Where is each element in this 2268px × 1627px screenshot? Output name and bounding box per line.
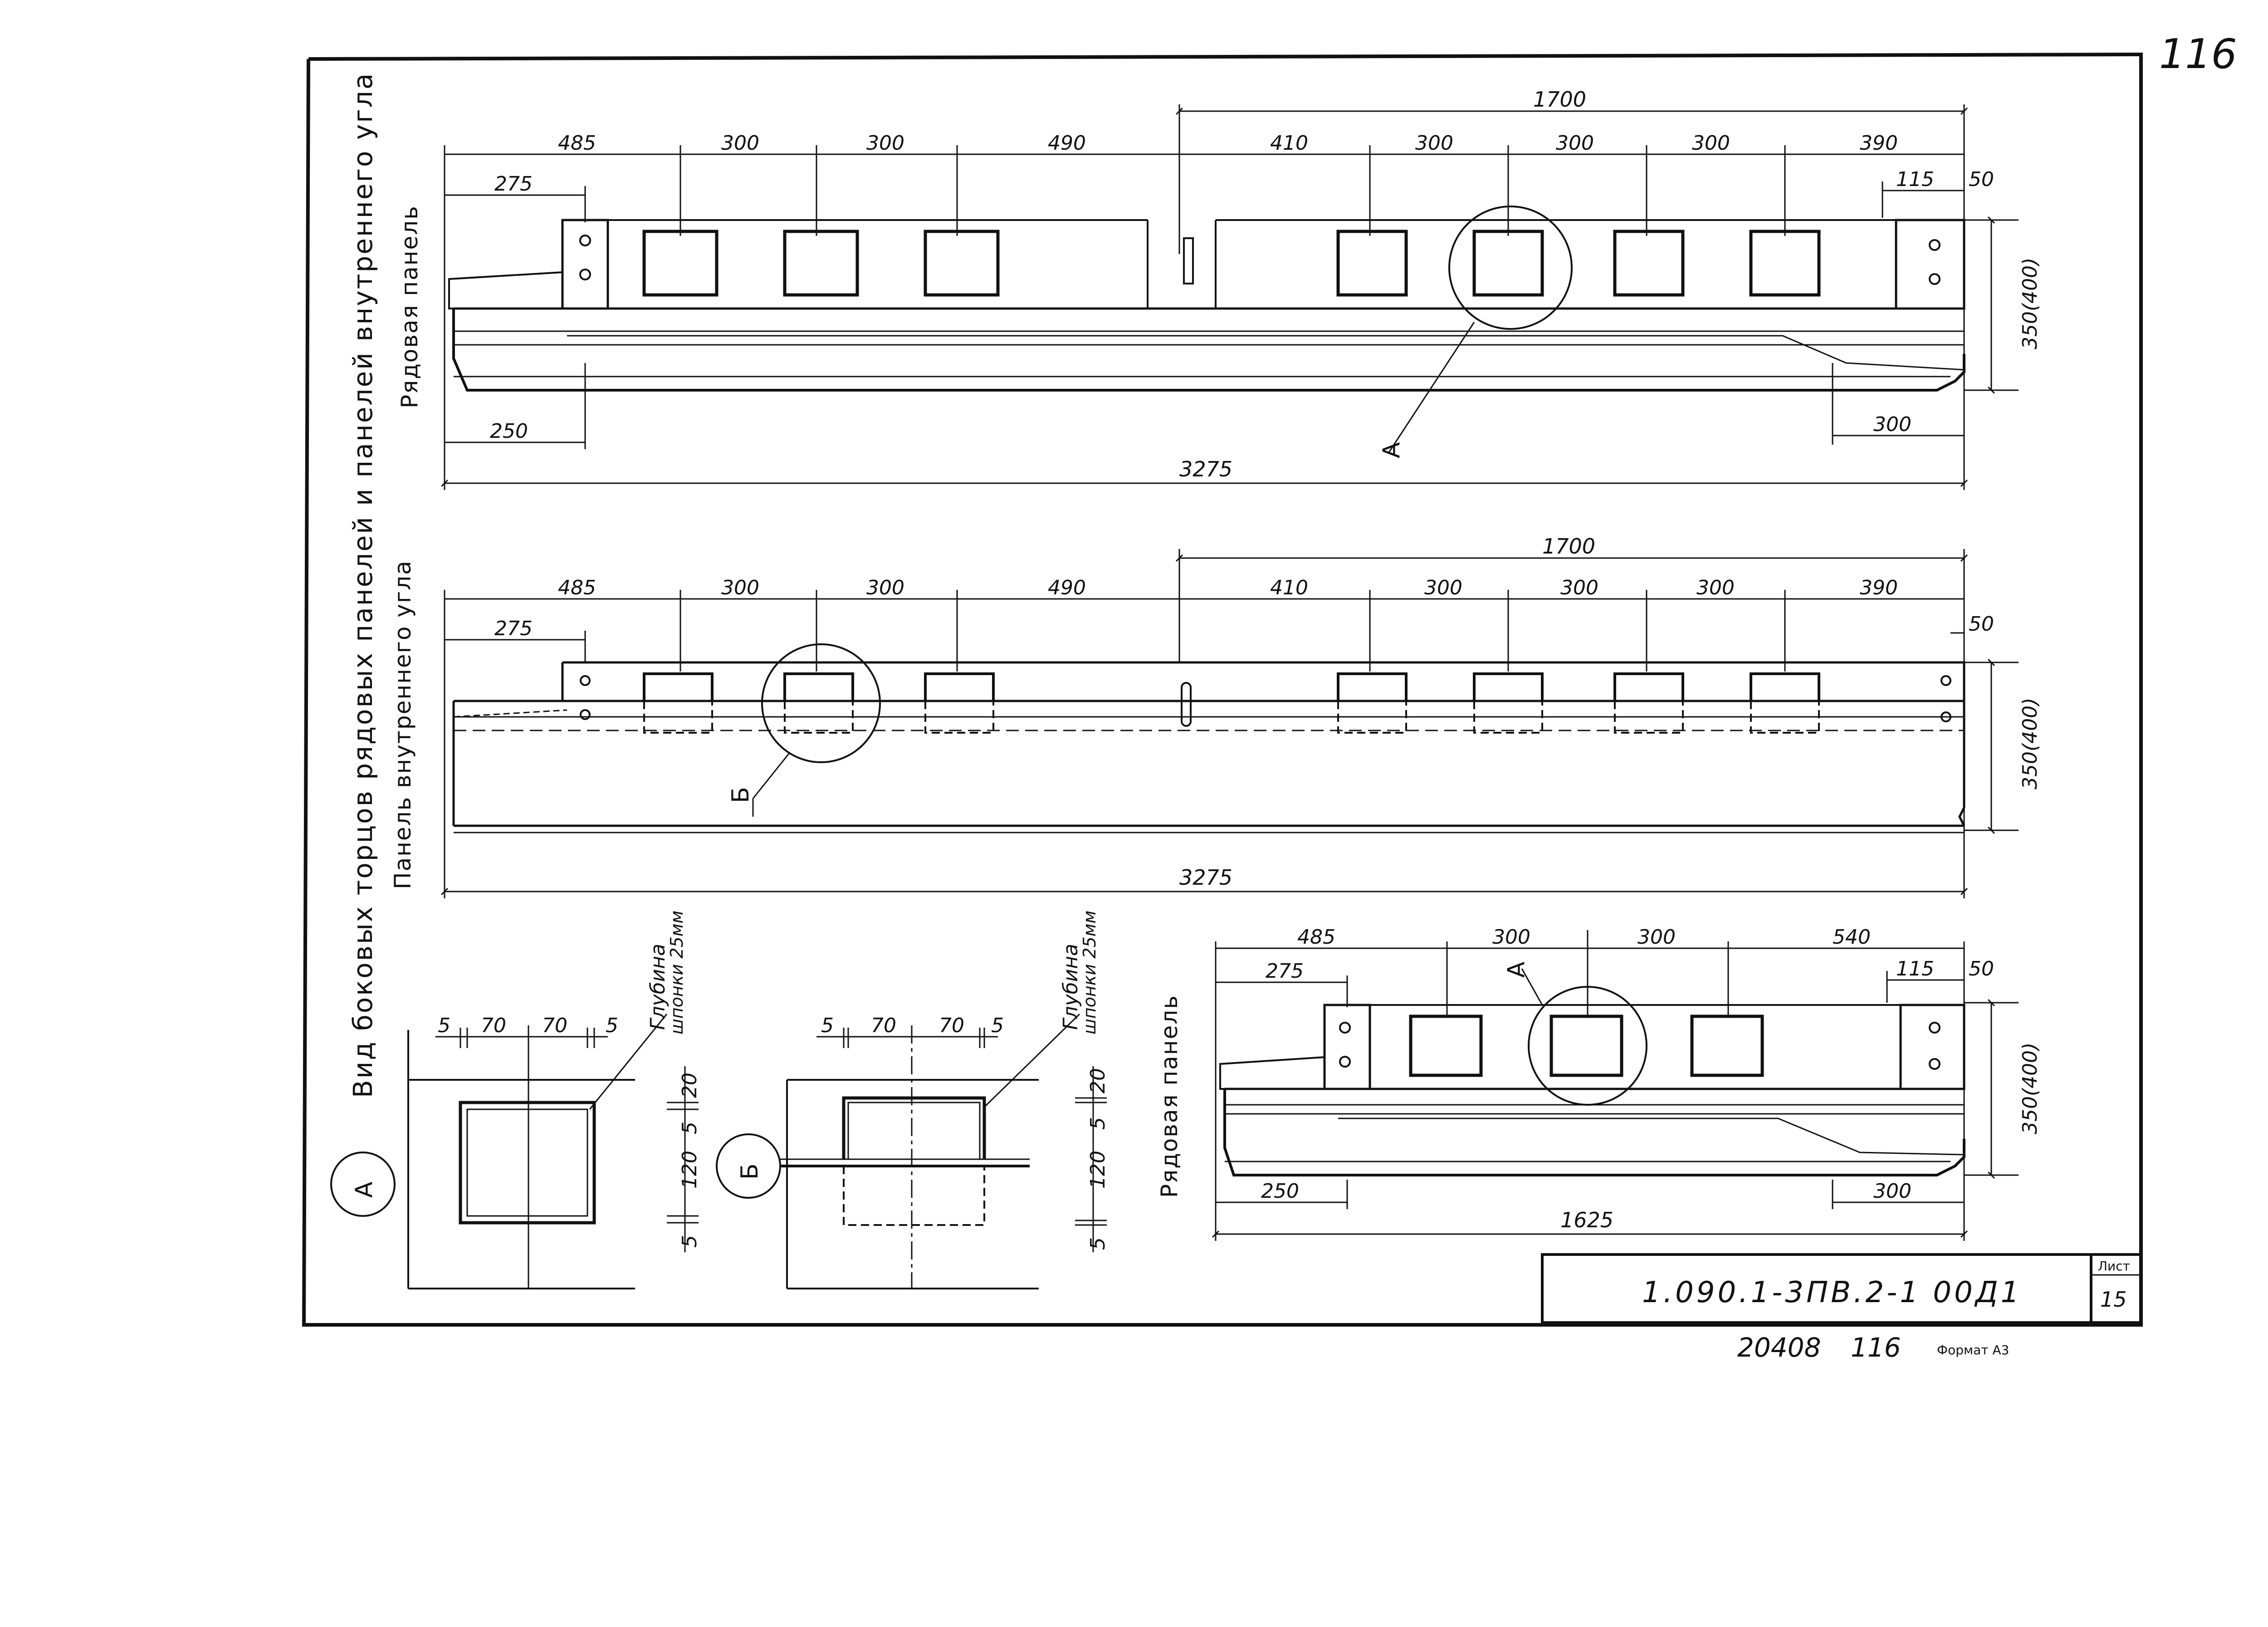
top-dim-300a: 300 [721,132,759,155]
detail-b-marker: Б [736,1163,763,1180]
detail-b-dim-5-right: 5 [991,1014,1004,1037]
mid-dim-275: 275 [494,617,533,640]
top-callout-a: А [1378,442,1405,458]
detail-a-dim-20: 20 [678,1073,701,1098]
detail-a-dim-120: 120 [678,1151,701,1189]
top-height: 350(400) [2019,258,2042,349]
detail-a-dim-5-right: 5 [606,1014,618,1037]
detail-b-dim-70-left: 70 [871,1014,896,1037]
top-dim-115: 115 [1896,168,1934,191]
detail-b-dim-20: 20 [1086,1068,1110,1093]
bot-dim-300b: 300 [1637,926,1676,949]
mid-dim-3275: 3275 [1179,865,1232,890]
mid-dim-485: 485 [558,576,596,599]
detail-b-dim-70-right: 70 [939,1014,964,1037]
sheet-number: 15 [2100,1287,2127,1312]
top-dim-3275: 3275 [1179,457,1232,481]
bot-dim-300-bottom: 300 [1873,1180,1911,1203]
top-dim-50: 50 [1969,168,1994,191]
top-panel-body [448,206,1965,454]
mid-dim-300b: 300 [866,576,904,599]
format-label: Формат А3 [1937,1343,2009,1357]
inventory-number: 20408 [1737,1332,1821,1363]
bot-height: 350(400) [2019,1043,2042,1134]
detail-a-dim-70-left: 70 [481,1014,506,1037]
mid-dim-1700: 1700 [1542,534,1595,559]
view-top-panel: Рядовая панель [396,87,2042,490]
detail-a-marker: А [351,1181,378,1198]
detail-a-dim-70-right: 70 [542,1014,567,1037]
top-dim-485: 485 [558,132,596,155]
top-dim-410: 410 [1270,132,1308,155]
view-middle-label: Панель внутреннего угла [390,560,416,889]
bot-dim-540: 540 [1833,926,1871,949]
copy-number: 116 [1851,1332,1901,1363]
middle-panel-body [452,643,1965,833]
bot-dim-1625: 1625 [1560,1208,1613,1232]
mid-dim-390: 390 [1860,576,1898,599]
detail-a: А 5 70 70 5 20 5 120 5 Глубина шпонки 25… [330,911,701,1289]
top-dim-300b: 300 [866,132,904,155]
detail-b-note-line2: шпонки 25мм [1080,911,1100,1034]
bot-callout-a: А [1503,961,1530,978]
bot-dim-250: 250 [1261,1180,1299,1203]
detail-a-note-line1: Глубина [646,944,670,1030]
bot-dim-300a: 300 [1492,926,1530,949]
view-top-label: Рядовая панель [396,205,423,408]
detail-a-note-line2: шпонки 25мм [667,911,687,1034]
top-dim-390: 390 [1860,132,1898,155]
page-number: 116 [2159,30,2237,78]
mid-dim-300d: 300 [1560,576,1598,599]
view-bottom-panel: Рядовая панель 485 300 300 540 [1156,926,2042,1241]
title-block: 1.090.1-3ПВ.2-1 00Д1 Лист 15 [1541,1253,2142,1324]
detail-a-dim-5-top: 5 [678,1122,701,1134]
sheet-label: Лист [2098,1259,2130,1274]
detail-b-dim-5-bottom: 5 [1086,1237,1110,1250]
mid-callout-b: Б [727,787,754,803]
mid-dim-300a: 300 [721,576,759,599]
bot-dim-50: 50 [1969,957,1994,980]
view-bottom-label: Рядовая панель [1156,995,1183,1198]
view-middle-panel: Панель внутреннего угла 1700 485 [390,534,2042,898]
top-dim-300-bottom: 300 [1873,413,1911,436]
top-dim-300e: 300 [1692,132,1730,155]
top-dim-1700: 1700 [1533,87,1586,112]
detail-b-dim-120: 120 [1086,1151,1110,1189]
mid-dim-490: 490 [1048,576,1086,599]
main-title: Вид боковых торцов рядовых панелей и пан… [347,72,378,1098]
mid-dim-300c: 300 [1424,576,1462,599]
detail-b-dim-5-top: 5 [1086,1117,1110,1130]
mid-height: 350(400) [2019,698,2042,789]
top-dim-300c: 300 [1415,132,1453,155]
sheet-frame [302,52,2143,1327]
top-dim-250: 250 [490,420,528,443]
bot-dim-485: 485 [1297,926,1335,949]
bot-dim-275: 275 [1266,960,1304,983]
mid-dim-300e: 300 [1696,576,1735,599]
top-dim-490: 490 [1048,132,1086,155]
bot-dim-115: 115 [1896,957,1934,980]
mid-dim-410: 410 [1270,576,1308,599]
detail-a-dim-5-bottom: 5 [678,1235,701,1248]
detail-a-dim-5-left: 5 [438,1014,450,1037]
detail-b-note-line1: Глубина [1059,944,1082,1030]
bottom-panel-body [1219,968,1965,1176]
top-dim-300d: 300 [1556,132,1594,155]
drawing-code: 1.090.1-3ПВ.2-1 00Д1 [1642,1276,2022,1309]
detail-b: Б 5 70 70 5 20 5 120 5 Глубина шпонки 25… [716,911,1110,1289]
top-dim-275: 275 [494,172,533,196]
mid-dim-50: 50 [1969,613,1994,636]
detail-b-dim-5-left: 5 [821,1014,834,1037]
